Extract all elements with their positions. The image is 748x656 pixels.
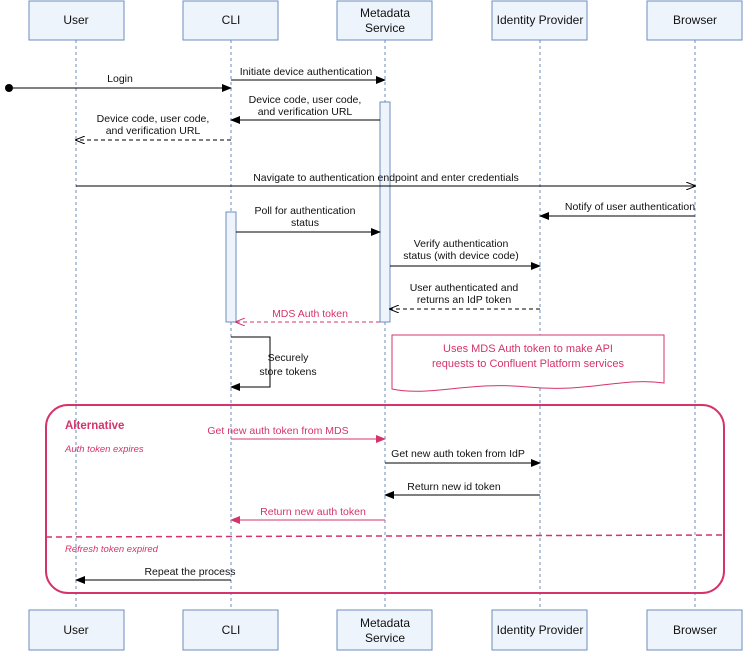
alternative-condition-1: Auth token expires — [64, 444, 144, 455]
alternative-condition-2: Refresh token expired — [65, 544, 159, 555]
participant-box-user-bottom — [28, 609, 125, 651]
participant-label-cli-bottom: CLI — [222, 623, 241, 637]
verify-label-1: Verify authentication — [414, 238, 509, 250]
participant-box-mds — [336, 0, 433, 41]
notify-label: Notify of user authentication — [565, 201, 695, 213]
mds-token-label: MDS Auth token — [272, 308, 348, 320]
participant-label-browser-bottom: Browser — [673, 623, 717, 637]
participant-box-idp-bottom — [491, 609, 588, 651]
participant-label-user: User — [63, 13, 88, 27]
participant-box-cli-bottom — [182, 609, 279, 651]
device-code-user-label-2: and verification URL — [106, 125, 201, 137]
participant-box-cli — [182, 0, 279, 41]
participant-label-user-bottom: User — [63, 623, 88, 637]
return-id-token-label: Return new id token — [407, 481, 501, 493]
initiate-label: Initiate device authentication — [240, 66, 373, 78]
return-auth-token-label: Return new auth token — [260, 506, 366, 518]
alternative-divider — [45, 534, 725, 538]
participant-label-idp-bottom: Identity Provider — [497, 623, 584, 637]
get-from-idp-label: Get new auth token from IdP — [391, 448, 525, 460]
device-code-user-label-1: Device code, user code, — [97, 113, 210, 125]
poll-label-2: status — [291, 217, 319, 229]
activation-cli — [225, 211, 237, 323]
participant-box-mds-bottom — [336, 609, 433, 651]
participant-label-idp: Identity Provider — [497, 13, 584, 27]
participant-label-mds-bottom-2: Service — [365, 631, 405, 645]
alternative-title: Alternative — [65, 420, 124, 432]
note-line-1: Uses MDS Auth token to make API — [443, 343, 613, 355]
participant-box-idp — [491, 0, 588, 41]
activation-mds — [379, 101, 391, 323]
note-box — [391, 334, 665, 392]
participant-label-browser: Browser — [673, 13, 717, 27]
participant-label-mds-1: Metadata — [360, 6, 410, 20]
participant-box-browser-bottom — [646, 609, 743, 651]
authenticated-label-1: User authenticated and — [410, 282, 519, 294]
store-tokens-label-1: Securely — [268, 352, 310, 364]
navigate-label: Navigate to authentication endpoint and … — [253, 172, 519, 184]
login-label: Login — [107, 73, 133, 85]
store-tokens-arrow — [230, 336, 271, 391]
get-from-mds-label: Get new auth token from MDS — [207, 425, 348, 437]
store-tokens-label-2: store tokens — [259, 366, 316, 378]
alternative-frame — [45, 404, 725, 594]
device-code-reply-label-2: and verification URL — [258, 106, 353, 118]
participant-box-browser — [646, 0, 743, 41]
participant-label-cli: CLI — [222, 13, 241, 27]
device-code-reply-label-1: Device code, user code, — [249, 94, 362, 106]
participant-box-user — [28, 0, 125, 41]
participant-label-mds-bottom-1: Metadata — [360, 616, 410, 630]
poll-label-1: Poll for authentication — [255, 205, 356, 217]
repeat-label: Repeat the process — [144, 566, 235, 578]
note-line-2: requests to Confluent Platform services — [432, 358, 624, 370]
participant-label-mds-2: Service — [365, 21, 405, 35]
authenticated-label-2: returns an IdP token — [417, 294, 512, 306]
verify-label-2: status (with device code) — [403, 250, 519, 262]
